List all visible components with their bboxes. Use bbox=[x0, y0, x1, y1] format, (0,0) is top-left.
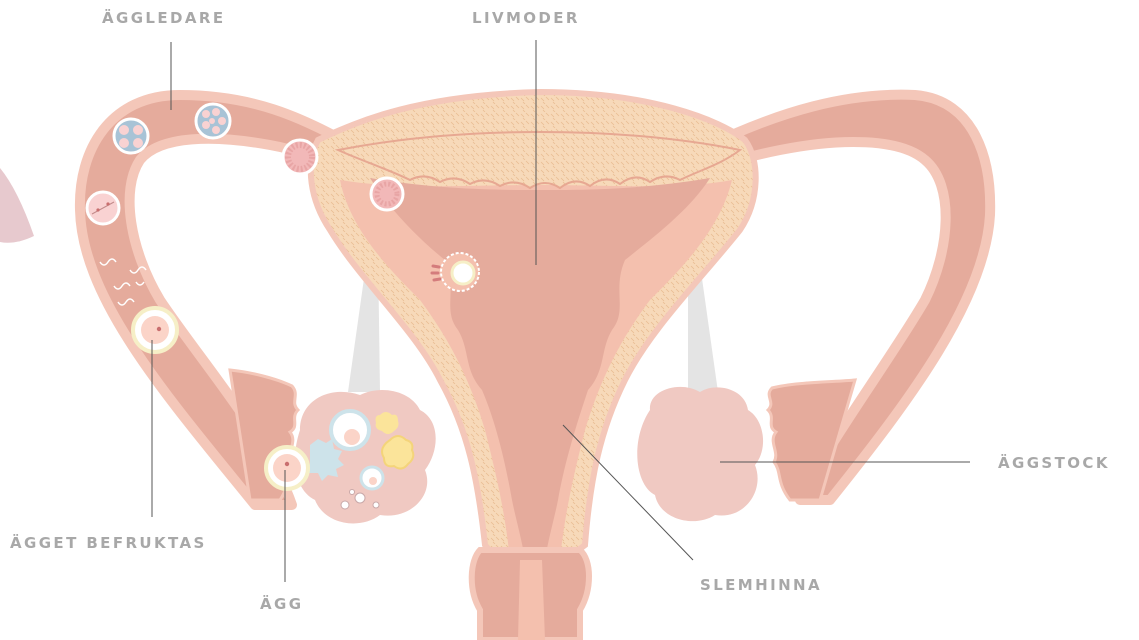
embryo-eight-cell bbox=[196, 104, 230, 138]
label-fallopian-tube: ÄGGLEDARE bbox=[102, 9, 226, 27]
label-endometrium: SLEMHINNA bbox=[700, 576, 822, 594]
label-uterus: LIVMODER bbox=[472, 9, 580, 27]
morula bbox=[283, 140, 317, 174]
decorative-circle bbox=[0, 168, 34, 243]
label-egg-fertilized: ÄGGET BEFRUKTAS bbox=[10, 534, 207, 552]
embryo-four-cell bbox=[114, 119, 148, 153]
blastocyst bbox=[371, 178, 403, 210]
label-ovary: ÄGGSTOCK bbox=[998, 454, 1110, 472]
right-ovary bbox=[637, 387, 763, 521]
label-egg: ÄGG bbox=[260, 595, 303, 613]
zygote-two-cell bbox=[87, 192, 119, 224]
vaginal-canal bbox=[518, 560, 545, 640]
